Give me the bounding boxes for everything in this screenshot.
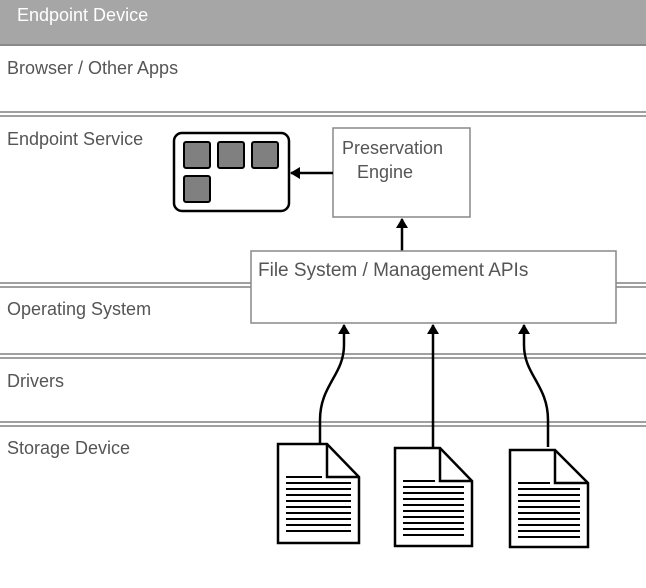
preservation-engine-box: Preservation Engine	[332, 127, 471, 218]
app-tile	[251, 141, 279, 169]
preservation-engine-line1: Preservation	[342, 138, 443, 158]
app-tile	[183, 141, 211, 169]
layer-label-drivers: Drivers	[7, 371, 64, 391]
document-icon	[393, 446, 474, 548]
layer-label-browser: Browser / Other Apps	[7, 58, 178, 78]
header-title: Endpoint Device	[17, 5, 148, 25]
arrow-doc3-to-apis	[518, 324, 550, 447]
app-grid-icon	[172, 131, 291, 213]
app-tile	[217, 141, 245, 169]
document-icon	[508, 448, 590, 549]
preservation-engine-line2: Engine	[357, 162, 413, 182]
api-box-label: File System / Management APIs	[258, 260, 528, 281]
api-box: File System / Management APIs	[250, 250, 617, 324]
arrow-doc1-to-apis	[318, 324, 350, 443]
layer-label-storage-device: Storage Device	[7, 438, 130, 458]
layer-dividers	[0, 111, 646, 427]
header-bar	[0, 0, 646, 44]
layer-label-endpoint-service: Endpoint Service	[7, 129, 143, 149]
document-icon	[276, 442, 361, 545]
layer-label-operating-system: Operating System	[7, 299, 151, 319]
app-tile	[183, 175, 211, 203]
